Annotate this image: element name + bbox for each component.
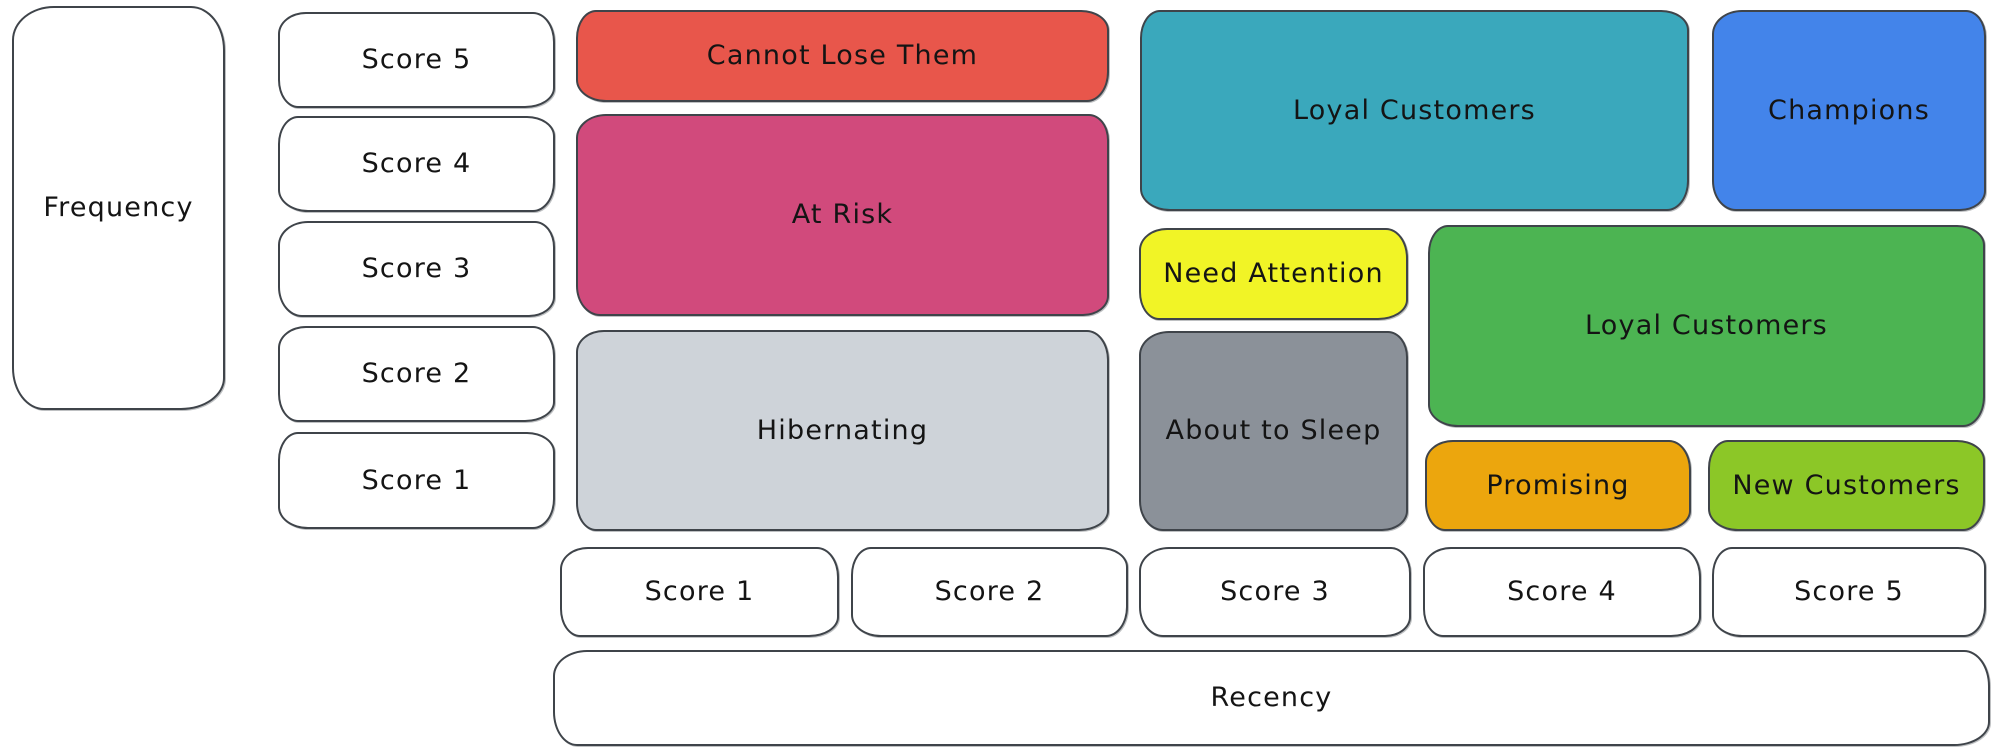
frequency-score-1: Score 1: [278, 432, 555, 529]
frequency-score-4-text: Score 4: [361, 148, 472, 180]
frequency-score-3: Score 3: [278, 221, 555, 317]
frequency-axis-label: Frequency: [12, 6, 225, 410]
frequency-score-2-text: Score 2: [361, 358, 472, 390]
frequency-score-1-text: Score 1: [361, 464, 472, 496]
segment-cannot-lose-them-text: Cannot Lose Them: [706, 40, 979, 72]
segment-hibernating-text: Hibernating: [756, 414, 929, 446]
recency-score-5: Score 5: [1712, 547, 1986, 637]
segment-promising: Promising: [1425, 440, 1691, 531]
frequency-score-3-text: Score 3: [361, 253, 472, 285]
segment-need-attention: Need Attention: [1139, 228, 1408, 320]
segment-need-attention-text: Need Attention: [1163, 258, 1384, 290]
segment-at-risk: At Risk: [576, 114, 1109, 316]
recency-score-3-text: Score 3: [1220, 576, 1330, 608]
segment-loyal-customers-top-text: Loyal Customers: [1293, 94, 1536, 126]
segment-at-risk-text: At Risk: [791, 199, 894, 231]
segment-loyal-customers-right: Loyal Customers: [1428, 225, 1985, 427]
recency-score-1: Score 1: [560, 547, 839, 637]
recency-score-2-text: Score 2: [934, 576, 1045, 608]
segment-new-customers: New Customers: [1708, 440, 1985, 531]
segment-new-customers-text: New Customers: [1732, 469, 1961, 501]
frequency-axis-text: Frequency: [43, 192, 194, 224]
recency-score-3: Score 3: [1139, 547, 1411, 637]
segment-champions-text: Champions: [1768, 94, 1930, 126]
segment-about-to-sleep: About to Sleep: [1139, 331, 1408, 531]
frequency-score-2: Score 2: [278, 326, 555, 422]
segment-champions: Champions: [1712, 10, 1986, 211]
segment-hibernating: Hibernating: [576, 330, 1109, 531]
frequency-score-5-text: Score 5: [361, 44, 472, 76]
recency-axis-text: Recency: [1210, 682, 1333, 714]
segment-loyal-customers-right-text: Loyal Customers: [1585, 310, 1828, 342]
segment-promising-text: Promising: [1486, 469, 1630, 501]
recency-score-5-text: Score 5: [1794, 576, 1904, 608]
recency-score-4: Score 4: [1423, 547, 1701, 637]
segment-about-to-sleep-text: About to Sleep: [1165, 415, 1382, 447]
recency-axis-label: Recency: [553, 650, 1990, 746]
frequency-score-4: Score 4: [278, 116, 555, 212]
recency-score-2: Score 2: [851, 547, 1128, 637]
segment-cannot-lose-them: Cannot Lose Them: [576, 10, 1109, 102]
frequency-score-5: Score 5: [278, 12, 555, 108]
recency-score-4-text: Score 4: [1507, 576, 1617, 608]
segment-loyal-customers-top: Loyal Customers: [1140, 10, 1689, 211]
recency-score-1-text: Score 1: [644, 576, 755, 608]
